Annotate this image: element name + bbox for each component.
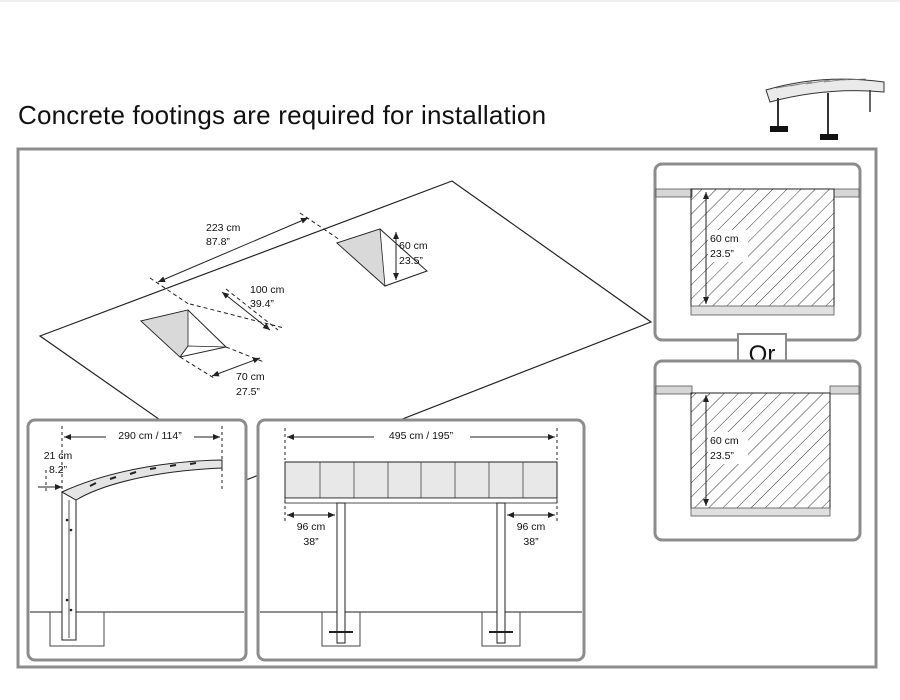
left-overhang-in-label: 38”	[303, 536, 319, 548]
right-overhang-in-label: 38”	[523, 536, 539, 548]
side-offset-cm-label: 21 cm	[44, 450, 73, 462]
outer-panel	[16, 147, 878, 669]
spacing-in-label: 87.8”	[206, 236, 230, 248]
footing-hole-right	[336, 228, 428, 287]
footing-option-top: 60 cm 23.5”	[653, 162, 862, 342]
page-title: Concrete footings are required for insta…	[18, 100, 547, 130]
right-overhang-cm-label: 96 cm	[517, 521, 546, 533]
hole-depth-cm-label: 60 cm	[399, 240, 428, 252]
side-span-label: 290 cm / 114”	[118, 430, 182, 442]
bottom-depth-cm-label: 60 cm	[710, 435, 739, 447]
hole-depth-in-label: 23.5”	[399, 255, 423, 267]
front-span-label: 495 cm / 195”	[389, 430, 454, 442]
bottom-depth-in-label: 23.5”	[710, 450, 734, 462]
hole-length-cm-label: 100 cm	[250, 284, 285, 296]
left-overhang-cm-label: 96 cm	[297, 521, 326, 533]
hole-width-cm-label: 70 cm	[236, 371, 265, 383]
side-offset-in-label: 8.2”	[49, 464, 68, 476]
top-depth-in-label: 23.5”	[710, 248, 734, 260]
carport-thumbnail-icon	[765, 78, 885, 140]
footing-option-bottom: 60 cm 23.5”	[653, 359, 862, 542]
front-view: 495 cm / 195” 96 cm 38” 96 cm 38”	[256, 418, 586, 662]
hole-length-in-label: 39.4”	[250, 298, 274, 310]
side-view: 290 cm / 114” 21 cm 8.2”	[26, 418, 248, 662]
spacing-cm-label: 223 cm	[206, 222, 241, 234]
hole-width-in-label: 27.5”	[236, 386, 260, 398]
top-depth-cm-label: 60 cm	[710, 233, 739, 245]
